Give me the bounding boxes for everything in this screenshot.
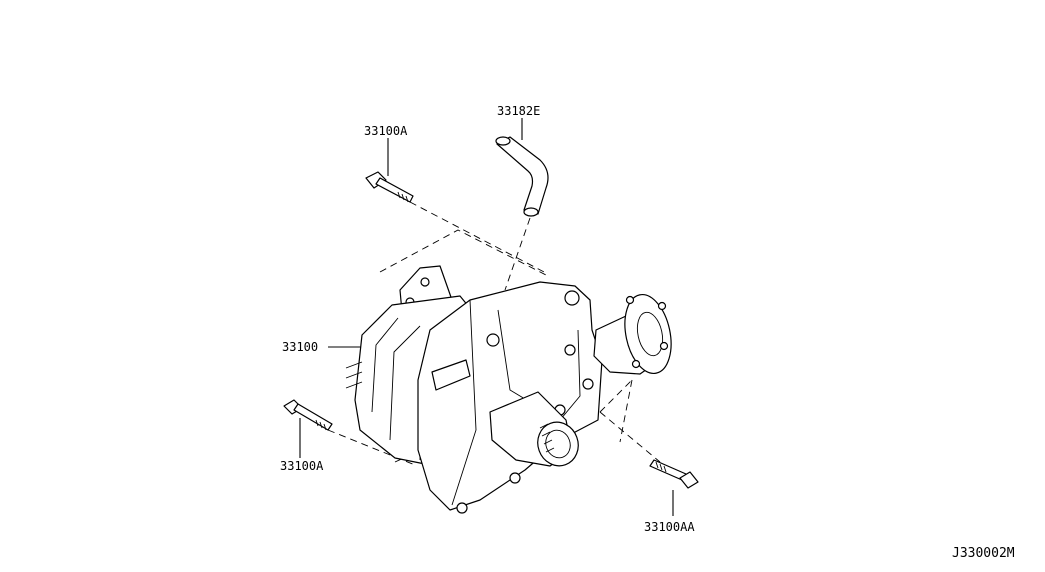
leader-lines xyxy=(299,118,674,516)
callout-bolt-right: 33100AA xyxy=(644,520,695,534)
bolt-top-left-icon xyxy=(365,171,414,203)
callout-bolt-top-left: 33100A xyxy=(364,124,408,138)
transfer-case-icon xyxy=(345,265,672,514)
callout-hose: 33182E xyxy=(497,104,541,118)
hose-icon xyxy=(495,136,549,217)
bolt-bottom-left-icon xyxy=(283,399,333,431)
callout-bolt-bottom-left: 33100A xyxy=(280,459,324,473)
bolt-right-icon xyxy=(649,459,699,489)
figure-code: J330002M xyxy=(952,546,1015,561)
callout-transfer-case: 33100 xyxy=(282,340,319,354)
